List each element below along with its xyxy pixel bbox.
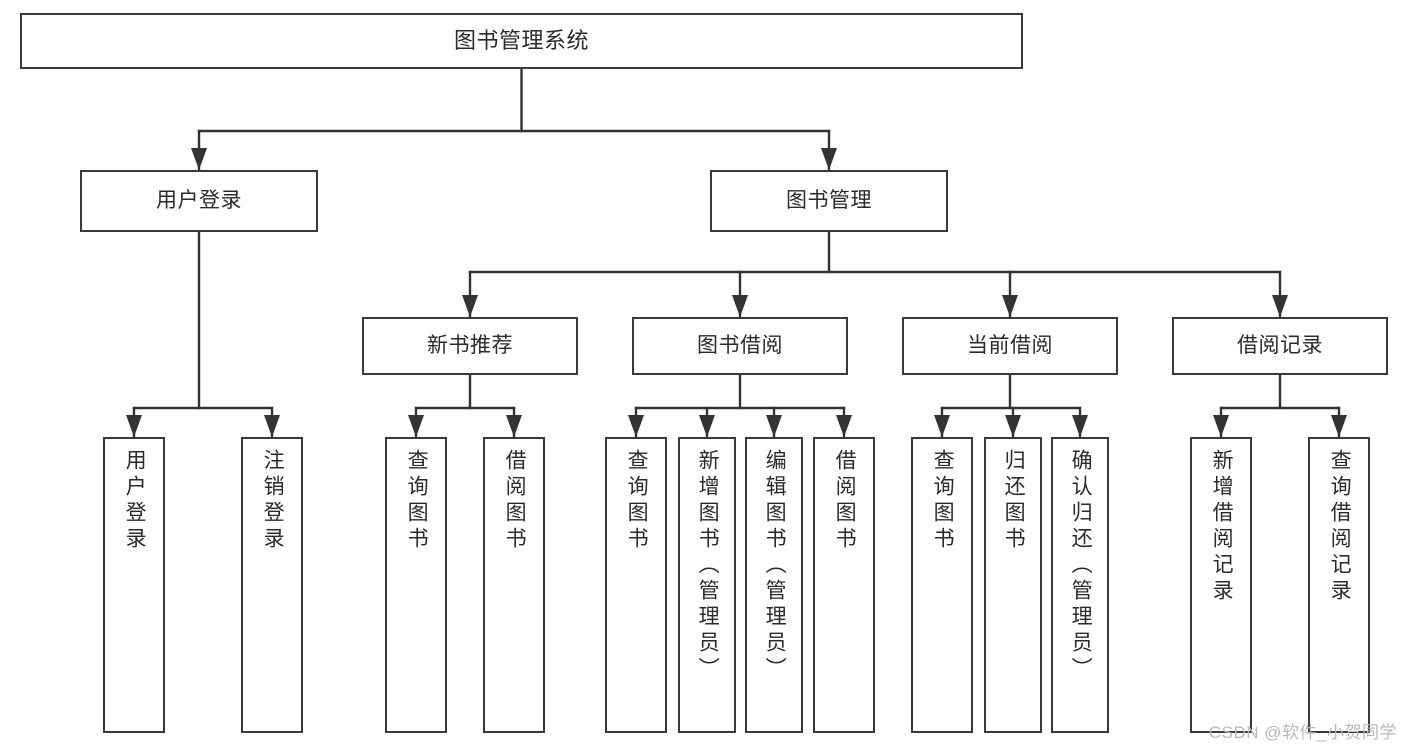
arrowhead-icon [1331, 415, 1347, 437]
arrowhead-icon [934, 415, 950, 437]
watermark: CSDN @软件_小贺同学 [1208, 723, 1397, 742]
node-label: 查询图书 [931, 449, 955, 553]
arrowhead-icon [191, 148, 207, 170]
node-new-book-rec[interactable]: 新书推荐 [362, 317, 578, 375]
node-label: 当前借阅 [967, 333, 1053, 357]
node-label: 新增图书（管理员） [696, 449, 720, 683]
node-leaf-query-book-2[interactable]: 查询图书 [605, 437, 667, 733]
arrowhead-icon [462, 295, 478, 317]
node-leaf-query-book-3[interactable]: 查询图书 [911, 437, 973, 733]
node-leaf-borrow-book-2[interactable]: 借阅图书 [813, 437, 875, 733]
arrowhead-icon [1072, 415, 1088, 437]
node-leaf-borrow-book-1[interactable]: 借阅图书 [483, 437, 545, 733]
node-label: 查询图书 [625, 449, 649, 553]
node-borrow-record[interactable]: 借阅记录 [1172, 317, 1388, 375]
arrowhead-icon [264, 415, 280, 437]
arrowhead-icon [766, 415, 782, 437]
node-label: 确认归还（管理员） [1069, 449, 1093, 683]
arrowhead-icon [628, 415, 644, 437]
node-leaf-confirm-return[interactable]: 确认归还（管理员） [1051, 437, 1109, 733]
node-label: 图书借阅 [697, 333, 783, 357]
node-label: 用户登录 [123, 449, 147, 553]
arrowhead-icon [1272, 295, 1288, 317]
node-label: 借阅记录 [1237, 333, 1323, 357]
node-user-login[interactable]: 用户登录 [80, 170, 318, 232]
node-book-borrow[interactable]: 图书借阅 [632, 317, 848, 375]
node-leaf-query-record[interactable]: 查询借阅记录 [1308, 437, 1370, 733]
node-label: 图书管理系统 [453, 27, 589, 53]
arrowhead-icon [506, 415, 522, 437]
node-label: 查询图书 [405, 449, 429, 553]
arrowhead-icon [1213, 415, 1229, 437]
node-label: 新增借阅记录 [1210, 449, 1234, 605]
node-label: 用户登录 [156, 188, 242, 212]
node-leaf-return-book[interactable]: 归还图书 [984, 437, 1042, 733]
node-current-borrow[interactable]: 当前借阅 [902, 317, 1118, 375]
node-leaf-add-book[interactable]: 新增图书（管理员） [678, 437, 736, 733]
arrowhead-icon [836, 415, 852, 437]
arrowhead-icon [1005, 415, 1021, 437]
node-label: 新书推荐 [427, 333, 513, 357]
node-leaf-add-record[interactable]: 新增借阅记录 [1190, 437, 1252, 733]
node-label: 图书管理 [786, 188, 872, 212]
arrowhead-icon [408, 415, 424, 437]
arrowhead-icon [732, 295, 748, 317]
node-label: 借阅图书 [833, 449, 857, 553]
node-book-manage[interactable]: 图书管理 [710, 170, 948, 232]
node-leaf-logout[interactable]: 注销登录 [241, 437, 303, 733]
arrowhead-icon [821, 148, 837, 170]
node-label: 编辑图书（管理员） [763, 449, 787, 683]
node-root[interactable]: 图书管理系统 [20, 13, 1023, 69]
arrowhead-icon [699, 415, 715, 437]
node-label: 借阅图书 [503, 449, 527, 553]
node-leaf-user-login[interactable]: 用户登录 [103, 437, 165, 733]
arrowhead-icon [126, 415, 142, 437]
node-label: 注销登录 [261, 449, 285, 553]
arrowhead-icon [1002, 295, 1018, 317]
node-leaf-query-book-1[interactable]: 查询图书 [385, 437, 447, 733]
node-label: 归还图书 [1002, 449, 1026, 553]
node-label: 查询借阅记录 [1328, 449, 1352, 605]
node-leaf-edit-book[interactable]: 编辑图书（管理员） [745, 437, 803, 733]
